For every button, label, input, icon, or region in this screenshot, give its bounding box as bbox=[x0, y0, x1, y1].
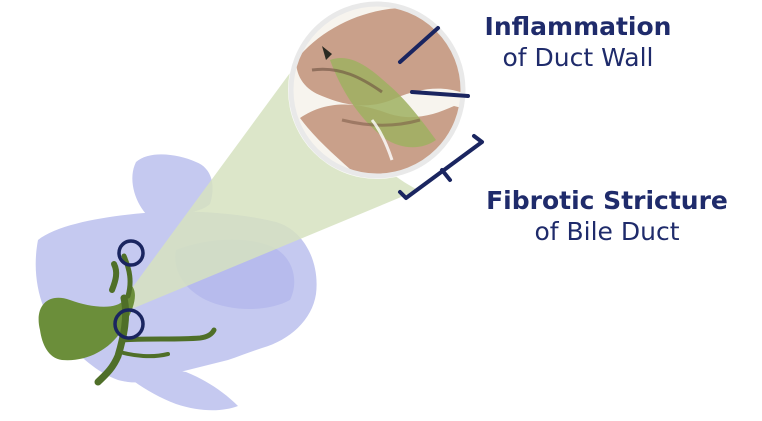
label-inflammation-subtitle: of Duct Wall bbox=[462, 43, 694, 74]
magnified-duct-view bbox=[288, 0, 470, 179]
label-stricture-subtitle: of Bile Duct bbox=[452, 217, 762, 248]
label-inflammation-title: Inflammation bbox=[462, 12, 694, 43]
label-stricture-title: Fibrotic Stricture bbox=[452, 186, 762, 217]
label-inflammation: Inflammation of Duct Wall bbox=[462, 12, 694, 73]
label-stricture: Fibrotic Stricture of Bile Duct bbox=[452, 186, 762, 247]
